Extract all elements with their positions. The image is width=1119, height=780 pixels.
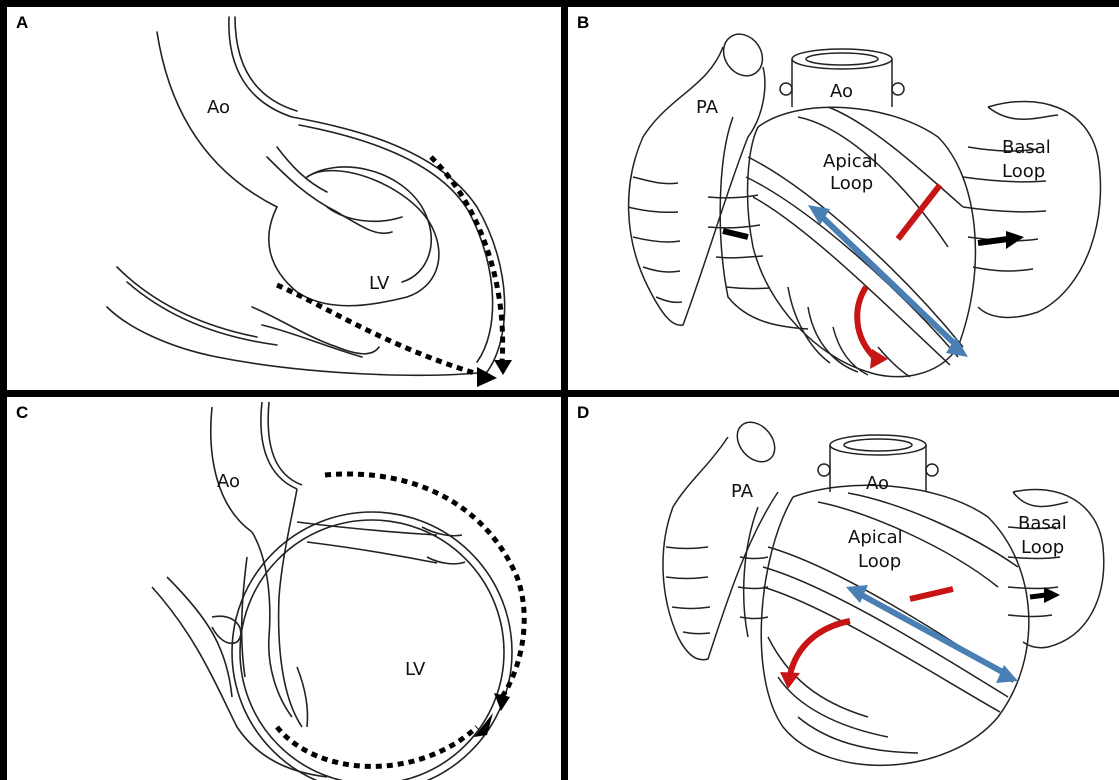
pa-opening <box>730 415 783 469</box>
lv-inner-wall <box>279 489 302 727</box>
pa-body <box>629 47 765 325</box>
aorta-top <box>792 49 892 69</box>
panel-letter-c: C <box>16 403 28 423</box>
label-ao: Ao <box>217 471 240 492</box>
red-curve-arrow <box>790 621 850 675</box>
panel-b: PA Ao Apical Loop Basal Loop B <box>568 7 1119 390</box>
red-line-upper <box>898 185 940 239</box>
pa-opening <box>716 27 771 84</box>
panel-c: Ao LV C <box>7 397 561 780</box>
aorta-inner-wall <box>261 402 297 489</box>
red-curve-arrow <box>857 287 876 359</box>
panel-d-drawing: PA Ao Apical Loop Basal Loop <box>568 397 1119 780</box>
arrowhead-lateral <box>494 360 512 375</box>
arrowhead-upper <box>494 693 510 711</box>
panel-a: Ao LV A <box>7 7 561 390</box>
label-pa: PA <box>731 481 754 502</box>
black-arrow-right <box>978 239 1008 243</box>
label-apical-2: Loop <box>858 551 901 572</box>
label-basal-2: Loop <box>1021 537 1064 558</box>
panel-letter-d: D <box>577 403 589 423</box>
label-basal-2: Loop <box>1002 161 1045 182</box>
basal-loop-right <box>978 101 1101 317</box>
red-line-upper <box>910 589 953 599</box>
panel-letter-a: A <box>16 13 28 33</box>
label-lv: LV <box>369 273 390 294</box>
label-apical-1: Apical <box>823 151 878 172</box>
blue-double-arrow <box>818 213 958 347</box>
label-ao: Ao <box>207 97 230 118</box>
label-apical-2: Loop <box>830 173 873 194</box>
lv-outer-wall <box>107 117 505 375</box>
aorta-outer-wall <box>157 32 277 207</box>
black-arrow-right <box>1030 595 1046 597</box>
label-ao: Ao <box>866 473 889 494</box>
arrowhead-inferior <box>477 367 497 387</box>
lv-inner-wall <box>269 171 439 306</box>
label-pa: PA <box>696 97 719 118</box>
dotted-arrow-inferior <box>277 285 481 375</box>
label-basal-1: Basal <box>1018 513 1067 534</box>
panel-letter-b: B <box>577 13 589 33</box>
arrowhead-lower <box>474 713 493 737</box>
aorta-inner-wall <box>229 17 292 117</box>
panel-b-drawing: PA Ao Apical Loop Basal Loop <box>568 7 1119 390</box>
label-apical-1: Apical <box>848 527 903 548</box>
label-ao: Ao <box>830 81 853 102</box>
label-basal-1: Basal <box>1002 137 1051 158</box>
label-lv: LV <box>405 659 426 680</box>
black-arrow-left <box>723 231 748 237</box>
dotted-arrow-lateral <box>431 157 503 362</box>
aorta-outer-wall <box>211 407 252 532</box>
panel-c-drawing: Ao LV <box>7 397 561 780</box>
panel-a-drawing: Ao LV <box>7 7 561 390</box>
blue-double-arrow <box>858 593 1008 675</box>
panel-d: PA Ao Apical Loop Basal Loop D <box>568 397 1119 780</box>
